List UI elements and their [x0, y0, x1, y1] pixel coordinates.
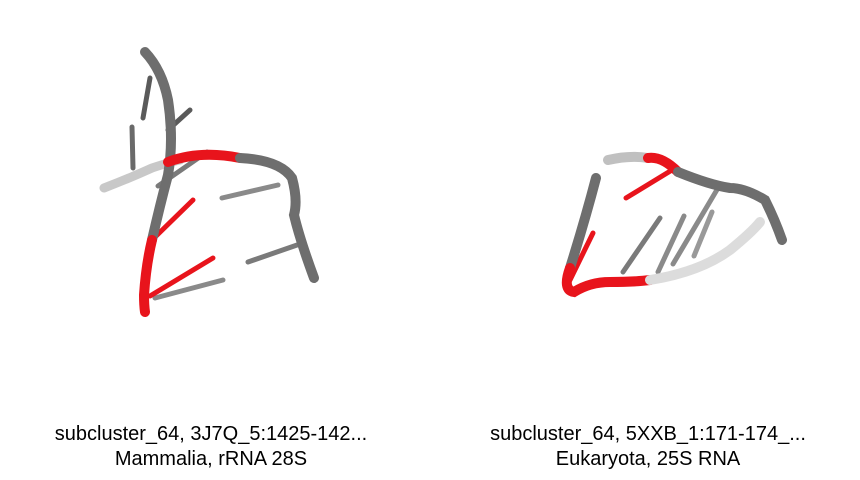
- panel-subtitle: Eukaryota, 25S RNA: [555, 448, 741, 470]
- base-stick: [219, 182, 281, 201]
- base-stick: [245, 241, 303, 265]
- base-stick: [129, 124, 136, 171]
- backbone-strand: [603, 151, 653, 165]
- base-stick: [149, 197, 196, 243]
- backbone-strand: [561, 263, 655, 298]
- backbone-strand: [163, 149, 245, 167]
- backbone-strand: [673, 167, 787, 245]
- base-stick: [147, 255, 216, 299]
- rna-structure-render-1: [99, 47, 319, 317]
- base-stick: [140, 75, 153, 121]
- base-stick: [691, 209, 715, 259]
- base-stick: [620, 215, 663, 275]
- base-stick: [670, 185, 721, 267]
- base-stick: [655, 213, 687, 275]
- rna-structure-render-2: [561, 151, 787, 298]
- backbone-strand: [140, 47, 176, 245]
- backbone-strand: [565, 173, 601, 273]
- panel-subtitle: Mammalia, rRNA 28S: [114, 448, 308, 470]
- backbone-strand: [645, 217, 765, 285]
- base-stick: [623, 167, 675, 201]
- backbone-strand: [138, 235, 157, 317]
- structure-panel-2: subcluster_64, 5XXB_1:171-174_... Eukary…: [430, 0, 860, 480]
- panel-title: subcluster_64, 5XXB_1:171-174_...: [490, 423, 806, 445]
- panel-title: subcluster_64, 3J7Q_5:1425-142...: [54, 423, 368, 445]
- backbone-strand: [235, 153, 319, 283]
- base-stick: [152, 277, 226, 301]
- structure-panel-1: subcluster_64, 3J7Q_5:1425-142... Mammal…: [54, 47, 368, 470]
